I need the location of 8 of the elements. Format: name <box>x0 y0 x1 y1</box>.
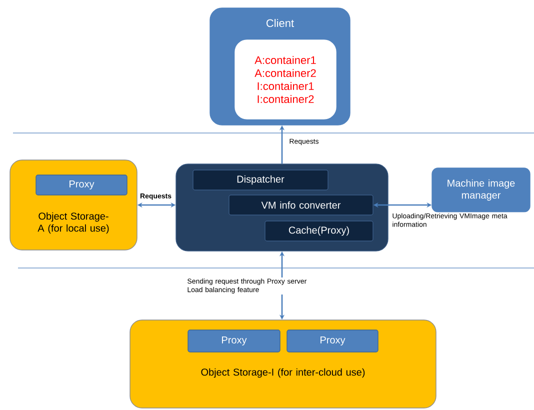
component-box: VM info converter <box>228 194 374 216</box>
component-box: Cache(Proxy) <box>264 220 374 242</box>
container-list-box: A:container1 A:container2 I:container1 I:container2 <box>234 40 336 120</box>
proxy-box: Proxy <box>36 174 128 196</box>
manager-box: Machine image manager <box>432 168 530 212</box>
proxy-box: Proxy <box>286 330 378 352</box>
proxy-box: Proxy <box>188 330 280 352</box>
component-box: Dispatcher <box>192 170 328 190</box>
